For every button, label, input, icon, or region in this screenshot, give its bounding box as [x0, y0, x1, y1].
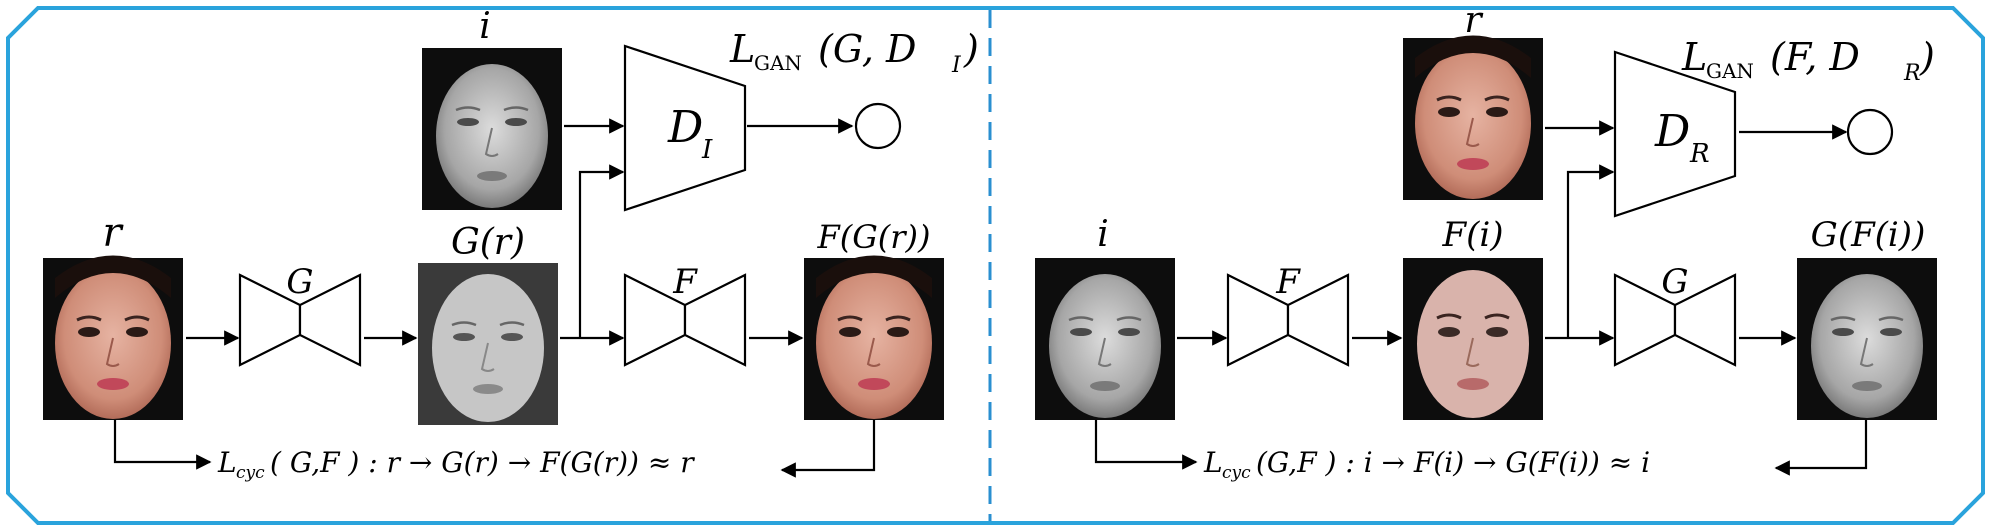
right-gen2-output-image [1795, 256, 1939, 422]
right-generator-2-label: G [1661, 262, 1688, 302]
svg-text:GAN: GAN [754, 51, 802, 75]
left-discriminator [623, 44, 747, 212]
svg-text:cyc: cyc [1222, 463, 1251, 483]
svg-text:L: L [729, 27, 755, 71]
svg-text:GAN: GAN [1706, 59, 1754, 83]
left-discriminator-sub: I [701, 135, 713, 165]
svg-text:I: I [951, 53, 962, 78]
svg-text:(F, D: (F, D [1770, 35, 1860, 79]
svg-text:(G,F ) : i → F(i) → G(F(i)) ≈: (G,F ) : i → F(i) → G(F(i)) ≈ i [1256, 446, 1650, 479]
right-input-label: i [1097, 214, 1109, 255]
left-discriminator-label: D [667, 102, 703, 153]
svg-text:): ) [963, 27, 979, 71]
left-gen1-output-label: G(r) [451, 222, 525, 263]
right-discriminator [1613, 50, 1737, 218]
left-cycle-loss-label: L cyc ( G,F ) : r → G(r) → F(G(r)) ≈ r [217, 446, 695, 483]
right-discriminator-label: D [1654, 106, 1690, 157]
right-gen2-output-label: G(F(i)) [1811, 215, 1926, 255]
left-input-label: r [102, 210, 124, 256]
svg-text:R: R [1903, 61, 1921, 86]
right-discriminator-input-image [1401, 34, 1545, 202]
right-discriminator-input-label: r [1464, 0, 1483, 41]
right-discriminator-sub: R [1689, 139, 1710, 169]
right-gen1-output-image [1401, 256, 1545, 422]
svg-text:cyc: cyc [236, 463, 265, 483]
left-generator-2-label: F [672, 262, 698, 302]
left-gen2-output-image [802, 254, 946, 422]
right-generator-1-label: F [1275, 262, 1301, 302]
right-cycle-loss-label: L cyc (G,F ) : i → F(i) → G(F(i)) ≈ i [1203, 446, 1650, 483]
svg-text:( G,F ) : r → G(r) → F(G(r)) ≈: ( G,F ) : r → G(r) → F(G(r)) ≈ r [270, 446, 695, 479]
svg-text:): ) [1919, 35, 1935, 79]
left-gen1-output-image [416, 261, 560, 427]
right-gan-loss-node [1846, 108, 1894, 156]
left-gen2-output-label: F(G(r)) [817, 218, 931, 256]
left-gan-loss-node [854, 102, 902, 150]
right-gen1-output-label: F(i) [1442, 215, 1504, 255]
left-discriminator-input-image [420, 46, 564, 212]
left-generator-1-label: G [286, 262, 313, 302]
svg-text:L: L [1203, 446, 1223, 479]
svg-text:(G, D: (G, D [818, 27, 916, 71]
left-gan-loss-label: L GAN (G, D I ) [729, 27, 979, 78]
left-discriminator-input-label: i [479, 6, 491, 47]
right-gan-loss-label: L GAN (F, D R ) [1681, 35, 1935, 86]
svg-text:L: L [217, 446, 237, 479]
left-panel: i r G(r) F(G(r)) G F D I L GAN (G, D I ) [41, 6, 979, 483]
outer-frame [6, 6, 1985, 525]
right-input-image [1033, 256, 1177, 422]
svg-text:L: L [1681, 35, 1707, 79]
right-panel: r i F(i) G(F(i)) F G D R L GAN (F, D R ) [1033, 0, 1939, 483]
left-input-image [41, 254, 185, 422]
